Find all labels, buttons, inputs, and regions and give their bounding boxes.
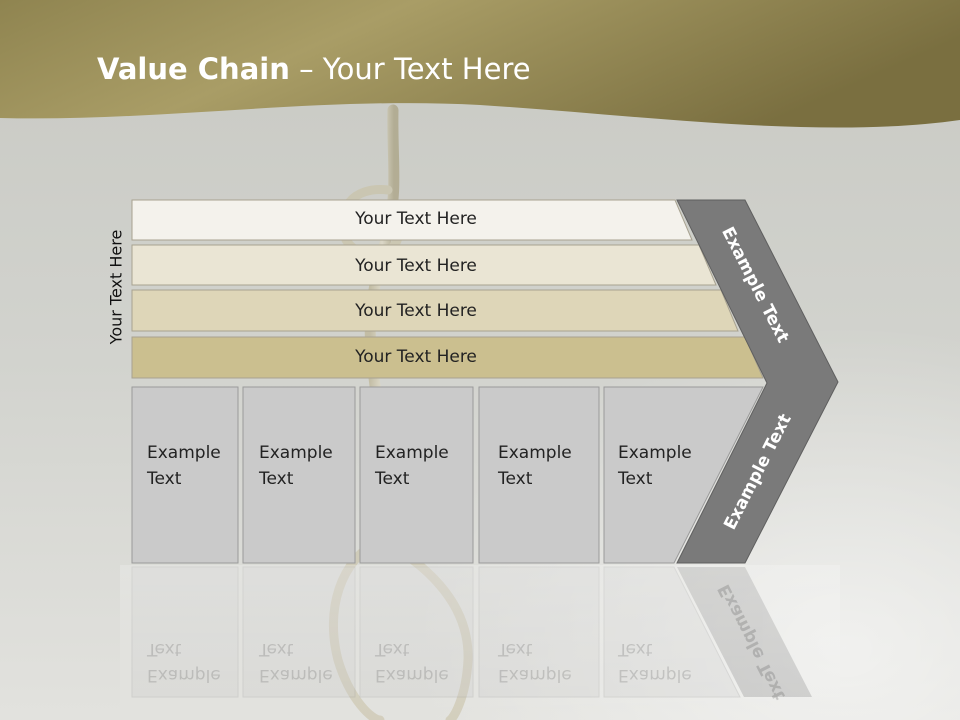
box-label-4: Example Text [498, 443, 572, 489]
box-reflection-3: Example Text [375, 639, 449, 685]
box-label-3: Example Text [375, 443, 449, 489]
box-reflection-5: Example Text [618, 639, 692, 685]
row-shape-3 [131, 289, 739, 332]
header-band [0, 0, 960, 128]
chevron-margin [676, 199, 839, 564]
box-label-1: Example Text [147, 443, 221, 489]
title-bold: Value Chain [97, 52, 290, 86]
box-shape-1 [131, 386, 239, 564]
box-shape-2 [242, 386, 356, 564]
box-shape-5 [603, 386, 764, 564]
row-label-3: Your Text Here [355, 301, 477, 321]
box-label-5: Example Text [618, 443, 692, 489]
box-label-2: Example Text [259, 443, 333, 489]
box-reflection-2: Example Text [259, 639, 333, 685]
row-label-1: Your Text Here [355, 209, 477, 229]
row-shape-4 [131, 336, 764, 379]
row-shape-1 [131, 199, 693, 241]
row-shape-2 [131, 244, 717, 286]
box-shape-3 [359, 386, 474, 564]
box-shape-4 [478, 386, 600, 564]
row-label-2: Your Text Here [355, 256, 477, 276]
row-label-4: Your Text Here [355, 347, 477, 367]
slide-title: Value Chain – Your Text Here [97, 52, 531, 86]
side-label: Your Text Here [106, 229, 126, 345]
box-reflection-1: Example Text [147, 639, 221, 685]
title-rest: – Your Text Here [289, 52, 531, 86]
box-reflection-4: Example Text [498, 639, 572, 685]
